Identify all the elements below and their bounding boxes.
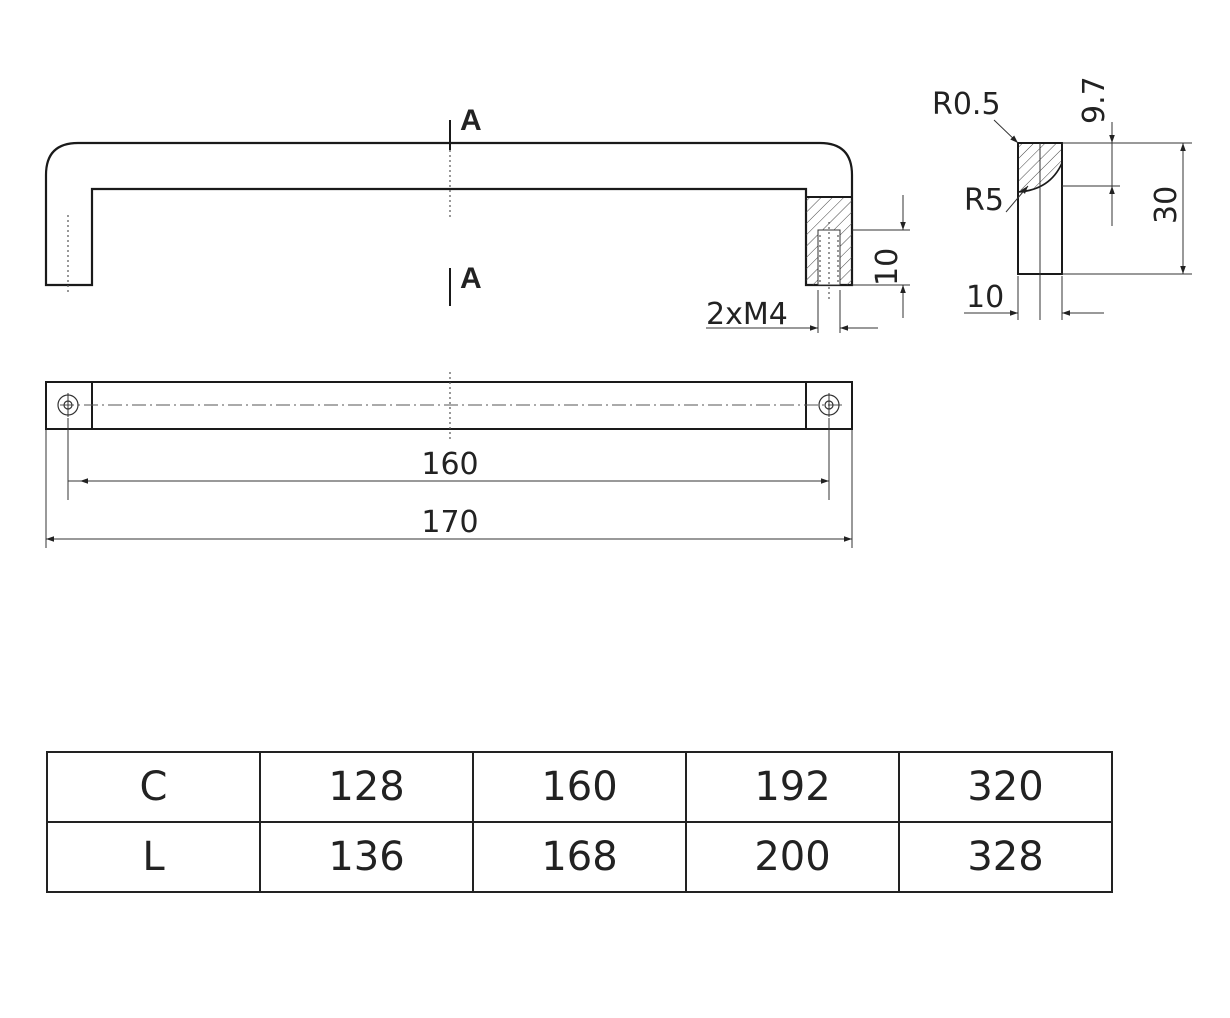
dim-depth-offset: 9.7 bbox=[1077, 76, 1112, 124]
table-cell: 192 bbox=[685, 751, 900, 823]
handle-outline bbox=[44, 141, 854, 287]
dim-edge-radius: R0.5 bbox=[932, 87, 1001, 122]
table-row-label: C bbox=[46, 751, 261, 823]
dim-thread: 2xM4 bbox=[706, 297, 788, 332]
table-cell: 160 bbox=[472, 751, 687, 823]
dim-width: 10 bbox=[966, 280, 1004, 315]
mount-hole-right bbox=[818, 393, 840, 417]
dim-hole-spacing: 160 bbox=[421, 447, 478, 482]
dim-leg-height: 10 bbox=[870, 248, 905, 286]
section-label-top: A bbox=[460, 104, 482, 137]
table-row: L 136 168 200 328 bbox=[46, 821, 1113, 893]
dim-height: 30 bbox=[1149, 186, 1184, 224]
table-cell: 168 bbox=[472, 821, 687, 893]
mount-hole-left bbox=[57, 393, 79, 417]
table-cell: 128 bbox=[259, 751, 474, 823]
table-cell: 328 bbox=[898, 821, 1113, 893]
handle-top-outline bbox=[45, 381, 853, 430]
dim-inner-radius: R5 bbox=[964, 183, 1004, 218]
section-label-bottom: A bbox=[460, 262, 482, 295]
front-view: A A 10 2xM4 bbox=[44, 104, 910, 333]
table-cell: 320 bbox=[898, 751, 1113, 823]
table-row: C 128 160 192 320 bbox=[46, 751, 1113, 823]
table-cell: 200 bbox=[685, 821, 900, 893]
dim-overall-length: 170 bbox=[421, 505, 478, 540]
size-table: C 128 160 192 320 L 136 168 200 328 bbox=[46, 751, 1113, 893]
table-cell: 136 bbox=[259, 821, 474, 893]
table-row-label: L bbox=[46, 821, 261, 893]
top-view: 160 170 bbox=[45, 372, 853, 548]
section-view: 30 9.7 R0.5 R5 10 bbox=[932, 76, 1192, 320]
